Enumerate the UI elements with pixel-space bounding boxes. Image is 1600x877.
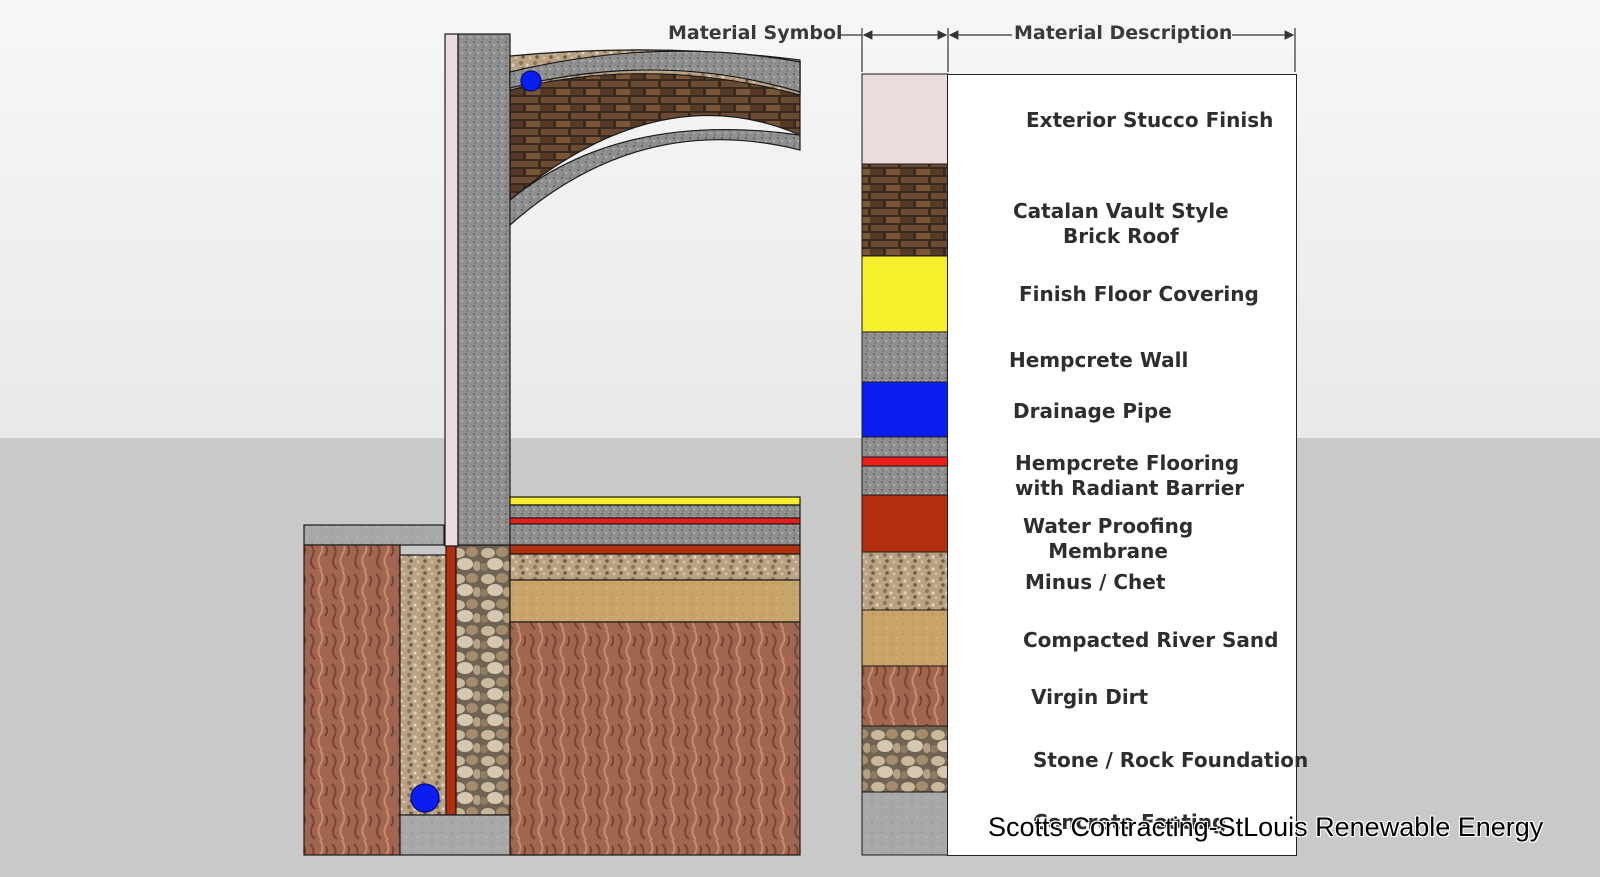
floor-river-sand — [509, 579, 801, 623]
interior-dirt — [509, 621, 801, 856]
label-virgin-dirt: Virgin Dirt — [1031, 685, 1149, 709]
label-river-sand: Compacted River Sand — [1023, 628, 1279, 652]
floor-hempcrete-top — [509, 504, 801, 519]
drain-gravel — [399, 554, 447, 816]
roof-drainage-pipe — [520, 70, 542, 92]
symbol-hempcrete-flooring-bottom — [861, 465, 949, 496]
label-waterproofing: Water Proofing Membrane — [1023, 514, 1194, 563]
exterior-dirt — [303, 544, 401, 856]
label-hempcrete-flooring: Hempcrete Flooring with Radiant Barrier — [1015, 451, 1245, 500]
foundation-drainage-pipe — [410, 783, 440, 813]
symbol-minus-chet — [861, 551, 949, 611]
floor-hempcrete-bottom — [509, 523, 801, 546]
label-concrete-footing: Concrete Footing — [1033, 810, 1227, 834]
label-floor-covering: Finish Floor Covering — [1019, 282, 1259, 306]
symbol-concrete — [861, 791, 949, 856]
wall-stucco — [444, 33, 459, 547]
floor-membrane — [509, 544, 801, 555]
floor-minus-chet — [509, 553, 801, 581]
vault-hempcrete — [509, 50, 801, 93]
floor-finish — [509, 496, 801, 506]
symbol-radiant-barrier — [861, 456, 949, 467]
hempcrete-wall — [457, 33, 511, 546]
symbol-stucco — [861, 73, 949, 165]
watermark-text: Scotts Contracting-StLouis Renewable Ene… — [988, 812, 1544, 842]
header-dimensions — [840, 28, 1296, 72]
symbol-stone-rock — [861, 725, 949, 793]
wall-section — [303, 33, 801, 856]
description-panel — [947, 74, 1297, 856]
symbol-virgin-dirt — [861, 665, 949, 727]
symbol-floor-covering — [861, 255, 949, 333]
label-stone-rock: Stone / Rock Foundation — [1033, 748, 1309, 772]
symbol-brick — [861, 163, 949, 257]
material-description-header: Material Description — [1014, 22, 1233, 44]
label-hempcrete-wall: Hempcrete Wall — [1009, 348, 1189, 372]
symbol-hempcrete-wall — [861, 331, 949, 383]
label-minus-chet: Minus / Chet — [1025, 570, 1166, 594]
label-brick: Catalan Vault Style Brick Roof — [1013, 199, 1229, 248]
radiant-barrier — [509, 517, 801, 525]
symbol-waterproofing — [861, 494, 949, 553]
symbol-river-sand — [861, 609, 949, 667]
grade-cap — [303, 524, 445, 546]
material-symbol-header: Material Symbol — [668, 22, 843, 44]
symbol-drainage-pipe — [861, 381, 949, 438]
stone-foundation — [455, 544, 511, 816]
symbol-hempcrete-flooring-top — [861, 436, 949, 458]
vertical-membrane — [445, 544, 457, 816]
vault-underside — [509, 128, 801, 227]
symbol-column — [861, 73, 949, 856]
label-drainage-pipe: Drainage Pipe — [1013, 399, 1172, 423]
label-stucco: Exterior Stucco Finish — [1026, 108, 1274, 132]
